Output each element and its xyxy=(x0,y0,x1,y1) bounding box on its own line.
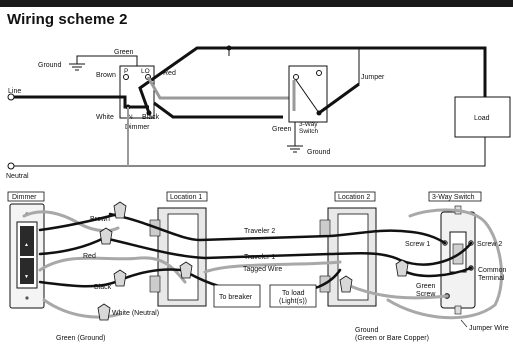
label-to-load-2: (Light(s)) xyxy=(279,298,307,305)
label-ground-left: Ground xyxy=(38,62,61,69)
label-green-ground: Green (Ground) xyxy=(56,335,105,342)
page-title: Wiring scheme 2 xyxy=(7,11,128,28)
pictorial-dimmer: ▲ ▼ xyxy=(9,203,45,309)
label-screw2: Screw 2 xyxy=(477,241,502,248)
jumper-wire-pointer xyxy=(460,319,468,328)
schematic-red-wire xyxy=(146,76,296,111)
label-to-breaker: To breaker xyxy=(219,294,253,301)
header-dimmer: Dimmer xyxy=(12,194,37,201)
wire-nut-brown xyxy=(113,201,127,219)
label-p-black: Black xyxy=(94,284,112,291)
switch-terminal-2 xyxy=(316,70,322,76)
schematic-black-wire-top xyxy=(138,46,487,114)
schematic-load xyxy=(454,96,511,138)
label-to-load-1: To load xyxy=(282,290,305,297)
wire-nut-black xyxy=(113,269,127,287)
label-terminal-n: N xyxy=(128,114,133,121)
pictorial-wires xyxy=(22,208,503,320)
label-black: Black xyxy=(142,114,160,121)
ground-symbol-switch xyxy=(287,145,303,153)
neutral-wire xyxy=(14,137,486,167)
schematic-traveler-1 xyxy=(153,101,283,119)
label-ground-bottom-1: Ground xyxy=(355,327,378,334)
wire-brown xyxy=(38,212,120,232)
wire-nut-loc2 xyxy=(339,275,353,293)
label-white: White xyxy=(96,114,114,121)
label-red: Red xyxy=(163,70,176,77)
label-p-red: Red xyxy=(83,253,96,260)
label-traveler1: Traveler 1 xyxy=(244,254,275,261)
label-ground-switch: Ground xyxy=(307,149,330,156)
switch-lever xyxy=(295,79,320,114)
pictorial-location1-box xyxy=(149,207,207,307)
label-jumper-wire: Jumper Wire xyxy=(469,325,509,332)
svg-text:▲: ▲ xyxy=(24,242,29,248)
wire-grey-mid xyxy=(203,260,342,274)
label-traveler2: Traveler 2 xyxy=(244,228,275,235)
header-3way-box xyxy=(428,191,482,202)
pictorial-3way-switch xyxy=(440,205,476,315)
label-screw1: Screw 1 xyxy=(405,241,430,248)
wire-nut-common xyxy=(395,259,409,277)
label-green-switch: Green xyxy=(272,126,292,133)
line-wire xyxy=(14,95,149,109)
label-brown: Brown xyxy=(96,72,116,79)
wire-grey-jumper-right xyxy=(386,208,503,320)
wire-common xyxy=(400,266,473,278)
schematic: Green Ground Brown P LO Red White N Blac… xyxy=(6,45,511,180)
label-terminal-lo: LO xyxy=(141,68,150,75)
neutral-terminal xyxy=(7,162,15,170)
to-breaker-box xyxy=(213,284,261,308)
to-load-box xyxy=(269,284,317,308)
top-bar xyxy=(0,0,513,7)
wire-red xyxy=(38,236,106,256)
label-line: Line xyxy=(8,88,21,95)
label-green-top: Green xyxy=(114,49,134,56)
schematic-ground-wire xyxy=(76,55,138,66)
wire-nut-loc1 xyxy=(179,261,193,279)
header-location1: Location 1 xyxy=(170,194,202,201)
label-green-screw-1: Green xyxy=(416,283,436,290)
line-terminal xyxy=(7,93,15,101)
dimmer-terminal-p xyxy=(123,74,129,80)
wire-nuts xyxy=(97,201,409,321)
wire-nut-red xyxy=(99,227,113,245)
wire-traveler1 xyxy=(102,236,473,266)
label-tagged-wire: Tagged Wire xyxy=(243,266,282,273)
label-jumper: Jumper xyxy=(361,74,385,81)
label-neutral: Neutral xyxy=(6,173,29,180)
label-common-1: Common xyxy=(478,267,507,274)
label-common-2: Terminal xyxy=(478,275,505,282)
header-3way-switch: 3-Way Switch xyxy=(432,194,475,201)
label-3way-line1: 3-Way xyxy=(299,121,318,128)
header-location1-box xyxy=(166,191,208,202)
ground-symbol-left xyxy=(69,63,85,71)
switch-terminal-1 xyxy=(293,74,299,80)
header-location2: Location 2 xyxy=(338,194,370,201)
svg-text:▼: ▼ xyxy=(24,274,29,280)
label-p-brown: Brown xyxy=(90,216,110,223)
wire-grey-loc2 xyxy=(348,284,449,300)
header-dimmer-box xyxy=(7,191,45,202)
wire-nut-ground xyxy=(97,303,111,321)
wire-traveler2 xyxy=(108,212,447,245)
header-location2-box xyxy=(334,191,376,202)
label-terminal-p: P xyxy=(124,68,128,75)
wire-grey-ground xyxy=(42,298,122,319)
label-dimmer: Dimmer xyxy=(125,124,150,131)
label-load: Load xyxy=(474,115,490,122)
label-3way-line2: Switch xyxy=(299,128,319,135)
label-green-screw-2: Screw xyxy=(416,291,436,298)
label-ground-bottom-2: (Green or Bare Copper) xyxy=(355,335,429,342)
switch-jumper xyxy=(318,82,360,115)
pictorial: Dimmer Location 1 Location 2 3-Way Switc… xyxy=(7,191,509,342)
label-white-neutral: White (Neutral) xyxy=(112,310,159,317)
